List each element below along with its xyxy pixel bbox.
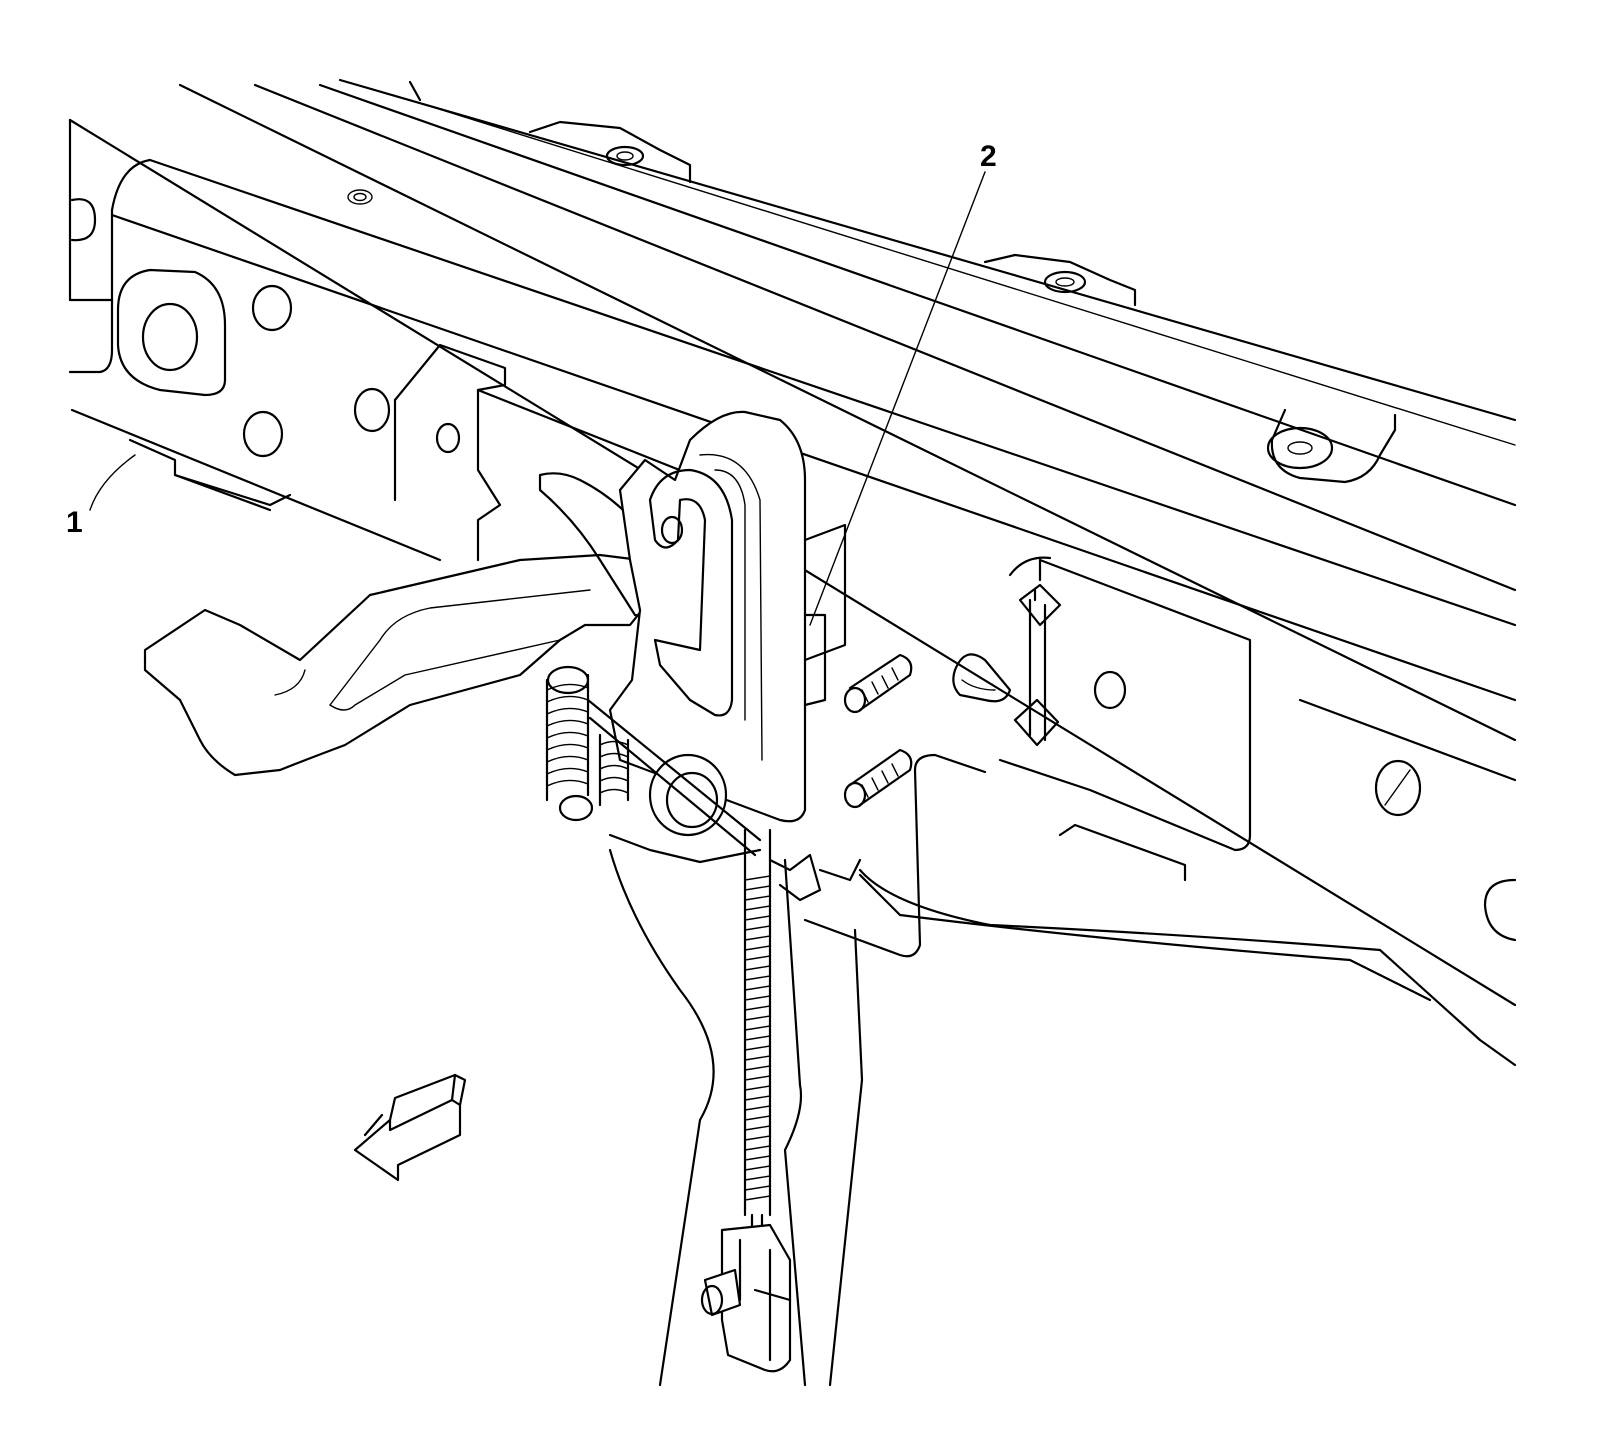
- callout-2-label: 2: [980, 140, 997, 173]
- latch-springs: [545, 665, 762, 857]
- sensor-harness: [743, 828, 772, 1237]
- callout-2: 2: [809, 140, 997, 626]
- radiator-support-frame: [68, 78, 1517, 1007]
- callout-1-label: 1: [66, 506, 83, 539]
- latch-bracket: [393, 343, 1252, 958]
- lower-shroud: [608, 848, 864, 1387]
- forward-direction-arrow-icon: [353, 1073, 467, 1182]
- primary-latch: [608, 410, 847, 864]
- harness-connector: [700, 1223, 792, 1373]
- release-cable: [768, 853, 1517, 1067]
- callout-1: 1: [66, 454, 136, 539]
- latch-fasteners: [843, 653, 913, 809]
- release-lever: [143, 472, 672, 777]
